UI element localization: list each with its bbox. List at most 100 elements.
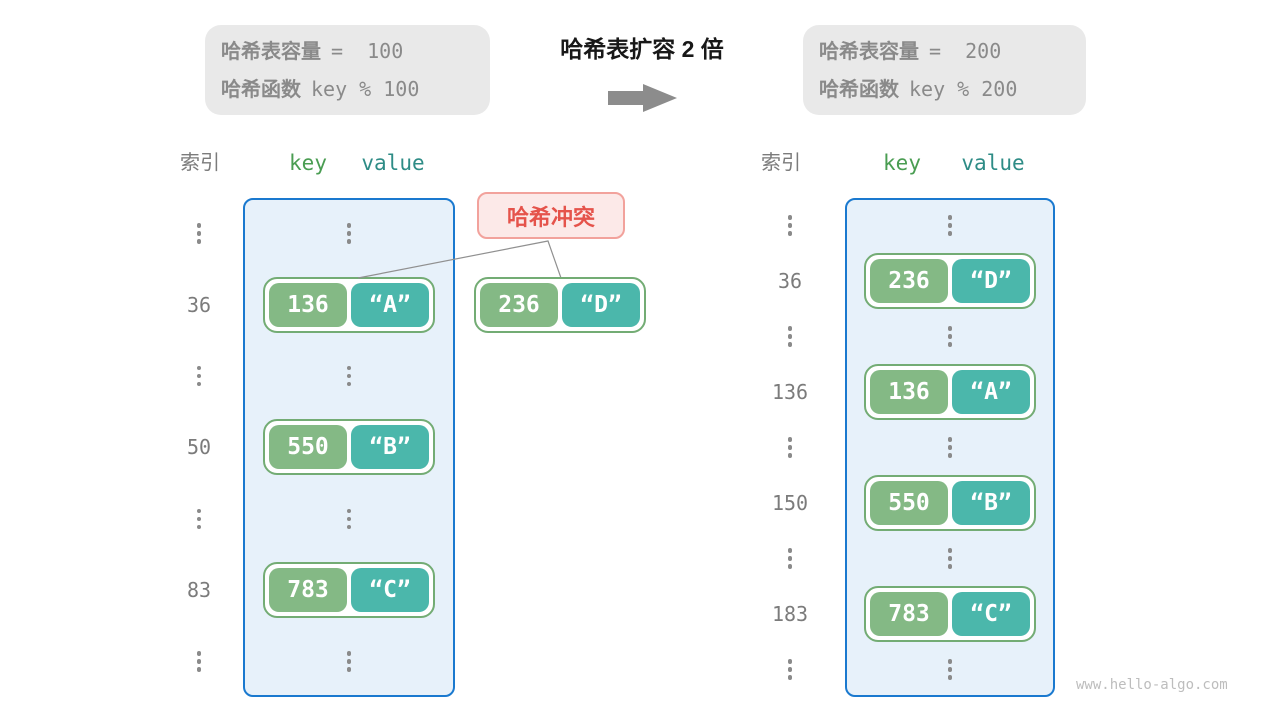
pair-cell: 236“D”: [845, 253, 1055, 309]
value-pill: “A”: [351, 282, 429, 327]
index-cell: 83: [186, 578, 212, 603]
key-value-pair: 236“D”: [864, 253, 1036, 309]
key-pill: 783: [870, 592, 948, 636]
colliding-pair-container: 236 “D”: [474, 277, 646, 333]
key-value-pair: 550“B”: [263, 419, 435, 476]
pair-cell: 550“B”: [845, 475, 1055, 531]
pair-cell: 783“C”: [845, 586, 1055, 642]
pair-cell: [243, 651, 455, 672]
value-pill: “C”: [351, 568, 429, 613]
index-cell: [155, 223, 243, 244]
hash-collision-label: 哈希冲突: [477, 192, 625, 239]
info-line-hashfn: 哈希函数 key % 100: [221, 74, 490, 105]
table-row: 150 550“B”: [735, 475, 1055, 531]
value-header-left: value: [361, 151, 425, 175]
key-value-pair: 136“A”: [864, 364, 1036, 420]
pair-cell: [243, 223, 455, 244]
pair-cell: [243, 365, 455, 387]
hash-fn-label: 哈希函数: [221, 78, 301, 101]
index-cell: [155, 365, 243, 387]
hash-fn-label: 哈希函数: [819, 78, 899, 101]
index-cell: [735, 659, 845, 680]
key-pill: 783: [269, 568, 347, 613]
info-box-right: 哈希表容量 = 200 哈希函数 key % 200: [803, 25, 1086, 115]
key-pill: 136: [870, 370, 948, 414]
key-pill: 136: [269, 282, 347, 327]
pair-cell: 783“C”: [243, 562, 455, 619]
vertical-ellipsis-icon: [947, 215, 953, 236]
table-row: [735, 642, 1055, 697]
table-row: 183 783“C”: [735, 586, 1055, 642]
key-header-right: key: [883, 151, 921, 175]
vertical-ellipsis-icon: [947, 326, 953, 347]
pair-cell: 550“B”: [243, 419, 455, 476]
value-header-right: value: [961, 151, 1025, 175]
vertical-ellipsis-icon: [787, 437, 793, 458]
pair-cell: [845, 659, 1055, 680]
capacity-label: 哈希表容量: [819, 40, 919, 63]
value-pill: “C”: [952, 592, 1030, 636]
table-row: [735, 309, 1055, 364]
pair-cell: [845, 326, 1055, 347]
vertical-ellipsis-icon: [196, 365, 202, 387]
info-line-hashfn: 哈希函数 key % 200: [819, 74, 1086, 105]
vertical-ellipsis-icon: [196, 508, 202, 530]
key-pill: 550: [269, 425, 347, 470]
index-cell: 136: [771, 380, 809, 404]
vertical-ellipsis-icon: [346, 508, 352, 530]
key-pill: 236: [870, 259, 948, 303]
index-header-right: 索引: [761, 152, 801, 174]
index-cell: [735, 326, 845, 347]
table-row: [155, 483, 455, 554]
value-pill: “B”: [952, 481, 1030, 525]
table-row: [155, 626, 455, 697]
table-row: 36 236“D”: [735, 253, 1055, 309]
capacity-value: = 200: [929, 38, 1002, 63]
diagram-title: 哈希表扩容 2 倍: [560, 36, 724, 62]
capacity-label: 哈希表容量: [221, 40, 321, 63]
index-cell: 36: [186, 292, 212, 317]
pair-cell: [845, 437, 1055, 458]
pair-cell: [845, 548, 1055, 569]
key-pill: 236: [480, 283, 558, 327]
vertical-ellipsis-icon: [947, 548, 953, 569]
vertical-ellipsis-icon: [787, 659, 793, 680]
table-row: [155, 198, 455, 269]
vertical-ellipsis-icon: [196, 651, 202, 672]
key-value-pair: 236 “D”: [474, 277, 646, 333]
hash-fn-value: key % 200: [909, 76, 1018, 101]
vertical-ellipsis-icon: [196, 223, 202, 244]
vertical-ellipsis-icon: [346, 651, 352, 672]
index-cell: 150: [771, 491, 809, 515]
index-cell: [155, 651, 243, 672]
key-pill: 550: [870, 481, 948, 525]
expand-arrow-icon: [608, 84, 677, 112]
key-header-left: key: [289, 151, 327, 175]
vertical-ellipsis-icon: [346, 365, 352, 387]
vertical-ellipsis-icon: [947, 659, 953, 680]
capacity-value: = 100: [331, 38, 404, 63]
index-cell: [735, 215, 845, 236]
value-pill: “D”: [562, 283, 640, 327]
pair-cell: [845, 215, 1055, 236]
table-row: [155, 341, 455, 412]
info-line-capacity: 哈希表容量 = 100: [221, 36, 490, 67]
info-line-capacity: 哈希表容量 = 200: [819, 36, 1086, 67]
value-pill: “B”: [351, 425, 429, 470]
vertical-ellipsis-icon: [787, 548, 793, 569]
index-cell: 36: [777, 269, 803, 293]
index-header-left: 索引: [180, 152, 220, 174]
table-row: 36 136“A”: [155, 269, 455, 340]
value-pill: “A”: [952, 370, 1030, 414]
vertical-ellipsis-icon: [787, 215, 793, 236]
watermark: www.hello-algo.com: [1076, 677, 1228, 693]
key-value-pair: 136“A”: [263, 276, 435, 333]
key-value-pair: 550“B”: [864, 475, 1036, 531]
index-cell: 183: [771, 602, 809, 626]
index-cell: [735, 548, 845, 569]
